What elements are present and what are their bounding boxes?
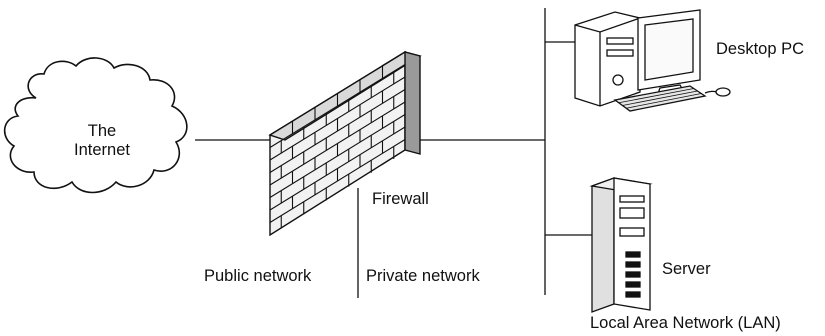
pc-keyboard-keys — [618, 88, 702, 109]
wall-brick-lines — [269, 64, 406, 229]
pc-tower — [574, 11, 641, 107]
server-label: Server — [662, 260, 711, 278]
lan-label: Local Area Network (LAN) — [590, 314, 781, 332]
brick-wall-icon — [268, 50, 422, 237]
server-slot — [625, 291, 641, 298]
firewall-label: Firewall — [372, 190, 429, 208]
public-network-label: Public network — [204, 267, 312, 285]
pc-monitor-screen — [644, 18, 694, 81]
server-drive-slots — [625, 251, 641, 298]
pc-drive-bay — [606, 37, 634, 45]
server-side — [591, 177, 615, 313]
server-slot — [625, 251, 641, 258]
pc-drive-bay — [606, 49, 634, 57]
server-tower-icon — [589, 177, 653, 313]
internet-label-line1: The — [87, 122, 117, 140]
wall-side-face — [404, 51, 421, 155]
cloud-icon — [3, 57, 188, 194]
keyboard-key-row — [626, 93, 702, 109]
server-drive-bay — [619, 207, 645, 219]
server-slot — [625, 281, 641, 288]
internet-label: The Internet — [42, 122, 162, 160]
pc-mouse — [715, 87, 731, 97]
keyboard-key-row — [618, 88, 694, 104]
server-slot — [625, 261, 641, 268]
server-drive-bay — [619, 227, 645, 237]
pc-power-button — [612, 74, 624, 86]
connection-lines — [195, 8, 592, 298]
desktop-pc-label: Desktop PC — [716, 40, 805, 58]
internet-label-line2: Internet — [74, 140, 130, 159]
private-network-label: Private network — [366, 267, 480, 285]
server-drive-bay — [619, 195, 645, 203]
desktop-pc-icon — [574, 9, 731, 112]
keyboard-key-row — [622, 90, 698, 106]
server-slot — [625, 271, 641, 278]
